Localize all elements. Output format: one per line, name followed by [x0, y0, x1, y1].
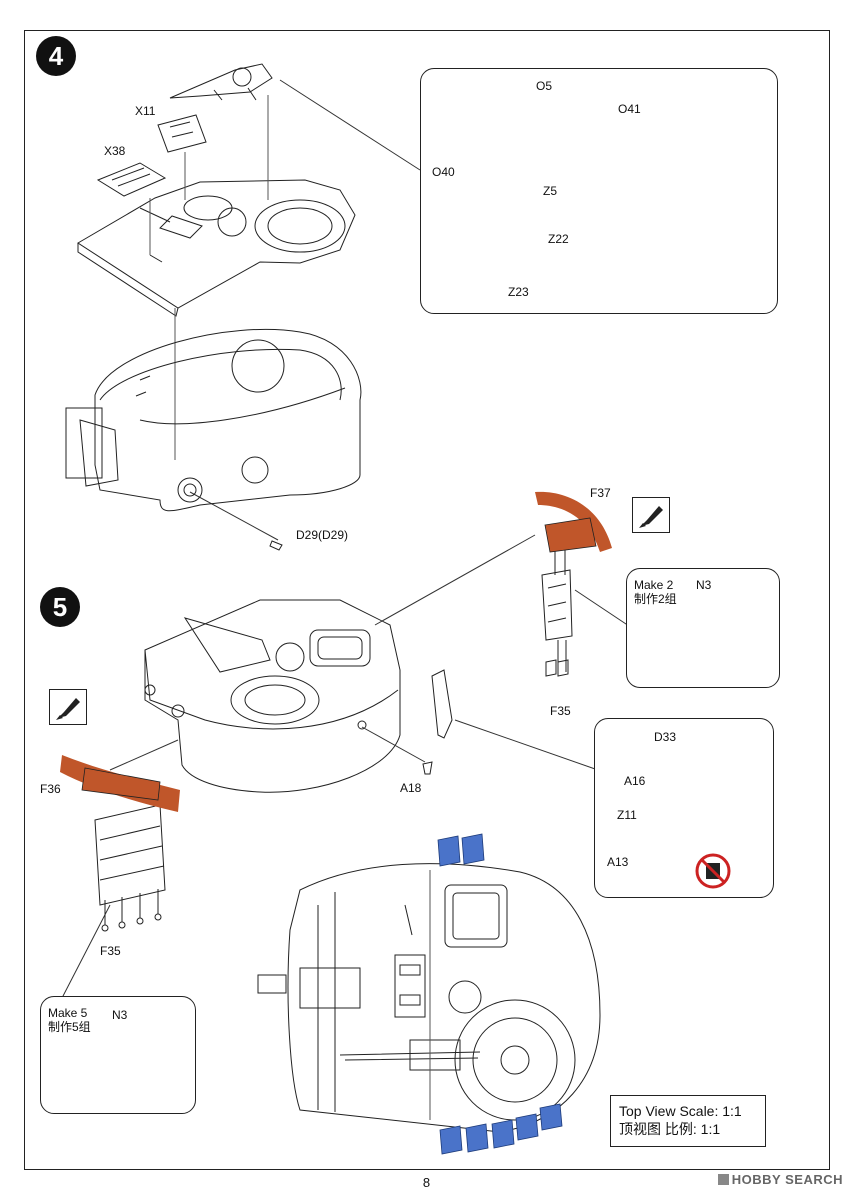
make-5-line2: 制作5组	[48, 1020, 91, 1034]
make-5-box	[40, 996, 196, 1114]
make-2-line1: Make 2	[634, 578, 674, 592]
blue-track-links	[437, 833, 563, 1155]
label-o5: O5	[536, 79, 553, 93]
label-a13: A13	[607, 855, 629, 869]
machine-gun-part	[169, 63, 273, 101]
label-a16: A16	[624, 774, 646, 788]
label-f36: F36	[40, 782, 61, 796]
label-n3-left: N3	[112, 1008, 128, 1022]
right-track-links	[541, 540, 573, 677]
step-4-number: 4	[48, 40, 64, 71]
f36-track-part	[60, 755, 180, 812]
d29-part	[269, 540, 283, 551]
watermark-text: HOBBY SEARCH	[731, 1172, 843, 1187]
label-f37: F37	[590, 486, 611, 500]
make-5-text: Make 5 制作5组	[48, 1006, 91, 1034]
scale-box: Top View Scale: 1:1 顶视图 比例: 1:1	[610, 1095, 766, 1147]
x11-part	[157, 114, 207, 153]
label-x38: X38	[104, 144, 126, 158]
no-glue-icon	[694, 852, 732, 890]
page-frame	[24, 30, 830, 1170]
top-view-turret	[257, 863, 601, 1133]
label-z11: Z11	[617, 808, 637, 822]
label-d29: D29(D29)	[296, 528, 349, 542]
label-x11: X11	[135, 104, 156, 118]
label-o41: O41	[618, 102, 641, 116]
step-4-badge: 4	[36, 36, 76, 76]
step-5-badge: 5	[40, 587, 80, 627]
label-z22: Z22	[548, 232, 569, 246]
step5-turret	[144, 599, 401, 793]
a18-part	[422, 761, 433, 775]
hatch-callout-box	[594, 718, 774, 898]
turret-body	[65, 328, 362, 512]
make-2-text: Make 2 制作2组	[634, 578, 677, 606]
step-5-number: 5	[52, 591, 68, 622]
watermark-logo-icon	[717, 1174, 729, 1185]
label-f35-left: F35	[100, 944, 121, 958]
page-number: 8	[422, 1175, 431, 1190]
x38-part	[96, 162, 167, 197]
make-2-box	[626, 568, 780, 688]
paintbrush-icon	[49, 689, 87, 725]
watermark: HOBBY SEARCH	[717, 1172, 843, 1187]
gun-callout-box	[420, 68, 778, 314]
label-a18: A18	[400, 781, 422, 795]
side-hatch-part	[431, 669, 453, 739]
left-track-links	[94, 804, 166, 932]
label-z5: Z5	[543, 184, 558, 198]
label-z23: Z23	[508, 285, 529, 299]
label-f35-right: F35	[550, 704, 571, 718]
make-5-line1: Make 5	[48, 1006, 88, 1020]
label-d33: D33	[654, 730, 677, 744]
label-n3-right: N3	[696, 578, 712, 592]
f37-track-part	[535, 491, 612, 553]
paintbrush-icon	[632, 497, 670, 533]
scale-line1: Top View Scale: 1:1	[619, 1103, 742, 1119]
make-2-line2: 制作2组	[634, 592, 677, 606]
scale-line2: 顶视图 比例: 1:1	[619, 1121, 721, 1137]
label-o40: O40	[432, 165, 455, 179]
turret-roof-plate	[77, 179, 356, 317]
